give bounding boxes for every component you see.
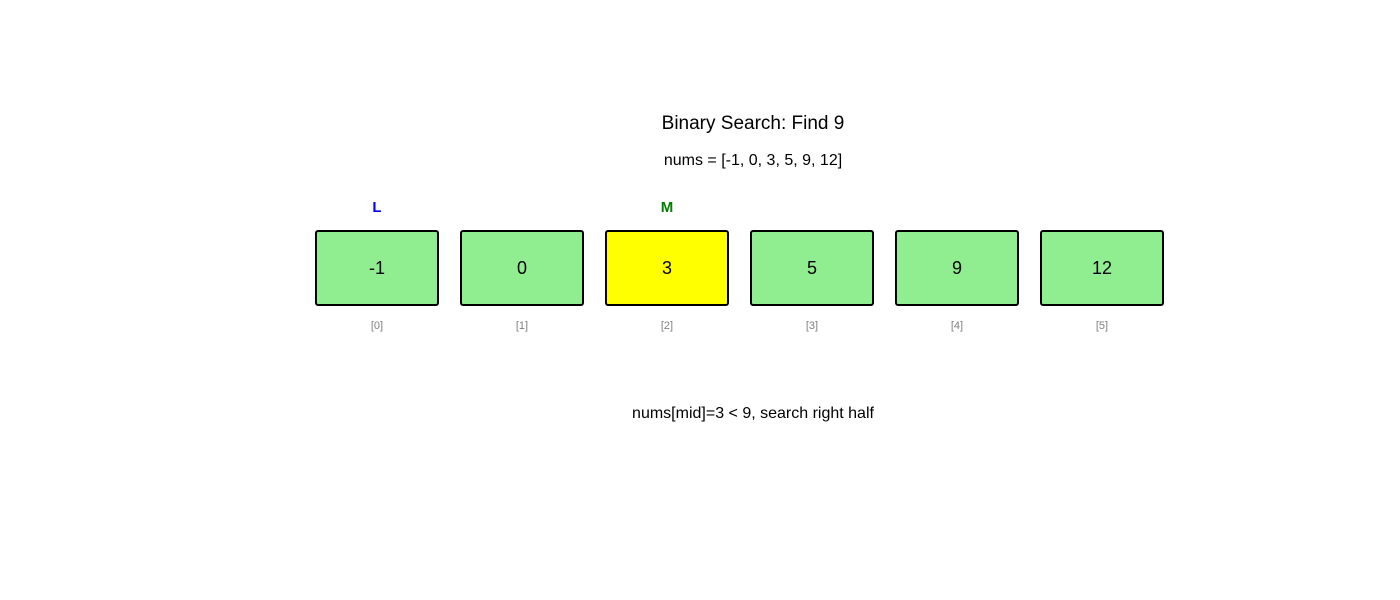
array-box: 12 [1040,230,1164,306]
array-value: 9 [951,257,962,278]
index-label: [4] [950,320,964,332]
array-value: 3 [661,257,672,278]
array-cell: L -1 [0] [315,198,439,333]
array-value: -1 [368,257,385,278]
array-cell: 9 [4] [895,198,1019,333]
array-box: 5 [750,230,874,306]
array-box: 0 [460,230,584,306]
array-definition: nums = [-1, 0, 3, 5, 9, 12] [663,152,843,169]
pointer-label-left: L [372,199,382,216]
array-box: -1 [315,230,439,306]
index-label: [1] [515,320,529,332]
array-value: 5 [806,257,817,278]
index-label: [5] [1095,320,1109,332]
array-cell: M 3 [2] [605,198,729,333]
status-text: nums[mid]=3 < 9, search right half [632,405,874,422]
array-value: 12 [1091,257,1113,278]
index-label: [3] [805,320,819,332]
index-label: [0] [370,320,384,332]
array-cell: 12 [5] [1040,198,1164,333]
array-value: 0 [516,257,527,278]
pointer-label-mid: M [660,199,674,216]
array-box: 3 [605,230,729,306]
array-cell: 0 [1] [460,198,584,333]
array-cell: 5 [3] [750,198,874,333]
array-box: 9 [895,230,1019,306]
index-label: [2] [660,320,674,332]
array-row: L -1 [0] 0 [1] M 3 [2] 5 [3] [315,198,1164,333]
figure-title: Binary Search: Find 9 [661,113,845,134]
